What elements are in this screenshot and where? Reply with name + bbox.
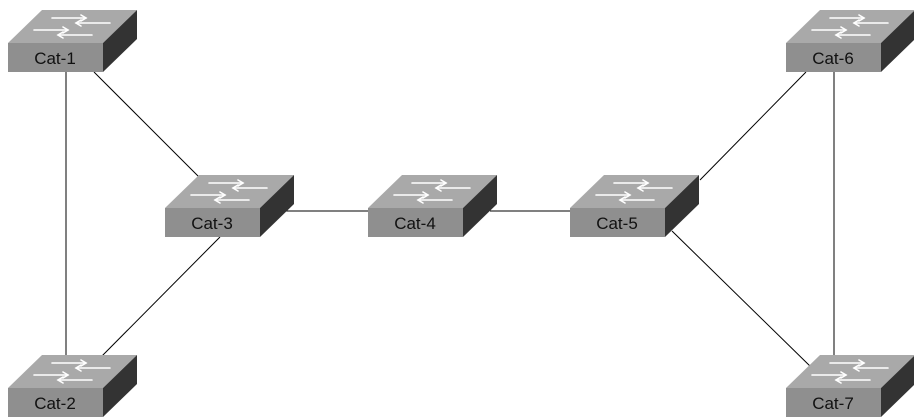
switch-cat-1: Cat-1 bbox=[8, 10, 137, 72]
switch-label: Cat-4 bbox=[394, 214, 436, 233]
network-switch-icon bbox=[786, 10, 914, 72]
switch-cat-3: Cat-3 bbox=[165, 175, 294, 237]
switch-cat-7: Cat-7 bbox=[786, 355, 914, 417]
switch-label: Cat-6 bbox=[812, 49, 854, 68]
switch-cat-4: Cat-4 bbox=[368, 175, 497, 237]
link-cat-5-cat-6 bbox=[699, 71, 807, 181]
switch-cat-6: Cat-6 bbox=[786, 10, 914, 72]
link-cat-2-cat-3 bbox=[99, 236, 221, 359]
network-switch-icon bbox=[368, 175, 497, 237]
switch-label: Cat-7 bbox=[812, 394, 854, 413]
links-layer bbox=[65, 71, 835, 369]
switch-label: Cat-2 bbox=[34, 394, 76, 413]
network-switch-icon bbox=[165, 175, 294, 237]
network-switch-icon bbox=[570, 175, 699, 237]
switch-label: Cat-1 bbox=[34, 49, 76, 68]
switch-cat-2: Cat-2 bbox=[8, 355, 137, 417]
link-cat-1-cat-3 bbox=[93, 71, 201, 179]
network-switch-icon bbox=[786, 355, 914, 417]
switch-label: Cat-3 bbox=[191, 214, 233, 233]
network-switch-icon bbox=[8, 10, 137, 72]
switch-label: Cat-5 bbox=[596, 214, 638, 233]
network-switch-icon bbox=[8, 355, 137, 417]
switch-cat-5: Cat-5 bbox=[570, 175, 699, 237]
link-cat-5-cat-7 bbox=[671, 230, 813, 369]
